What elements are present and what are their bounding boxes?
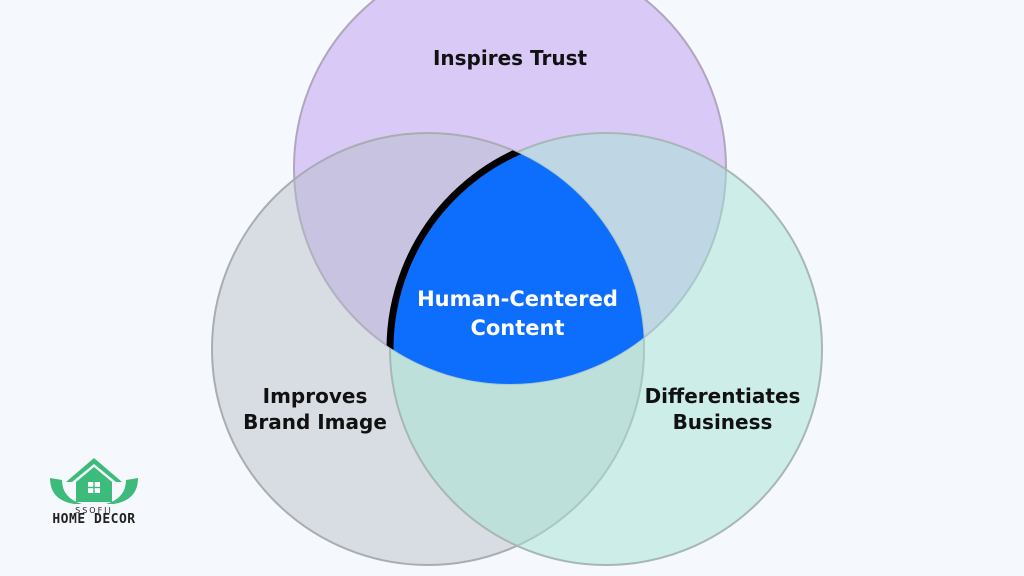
label-right-line2: Business: [672, 410, 773, 434]
label-top-text: Inspires Trust: [432, 46, 588, 70]
label-left-line1: Improves: [262, 384, 368, 408]
label-center-line1: Human-Centered: [417, 287, 618, 311]
label-improves-brand-image: Improves Brand Image: [225, 383, 405, 435]
logo: SSOFII HOME DECOR: [44, 452, 144, 532]
label-center-line2: Content: [470, 316, 565, 340]
label-human-centered-content: Human-Centered Content: [400, 285, 635, 343]
house-hands-icon: [50, 458, 138, 504]
label-differentiates-business: Differentiates Business: [620, 383, 825, 435]
logo-small-text: SSOFII: [75, 506, 113, 515]
label-inspires-trust: Inspires Trust: [410, 45, 610, 71]
label-left-line2: Brand Image: [243, 410, 387, 434]
logo-name-text: HOME DECOR: [52, 512, 136, 527]
label-right-line1: Differentiates: [644, 384, 801, 408]
